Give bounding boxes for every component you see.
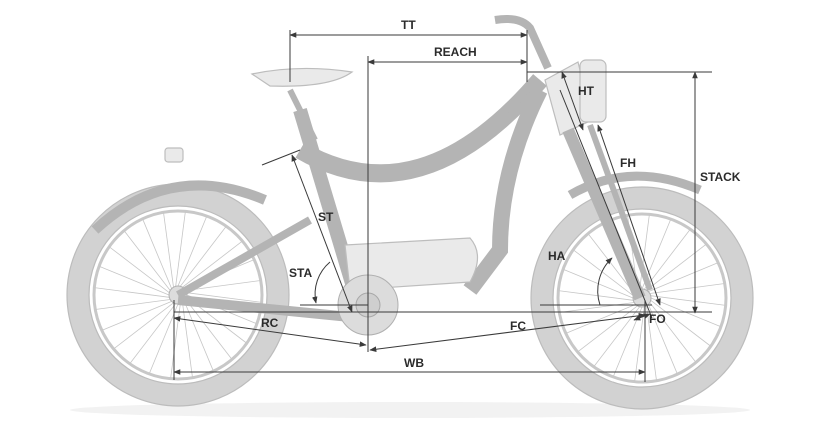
- label-fh: FH: [620, 156, 636, 170]
- wheel-spoke: [163, 212, 174, 288]
- wheel-spoke: [648, 262, 719, 293]
- handlebar: [494, 15, 552, 70]
- fc-dimension-line: [369, 313, 646, 352]
- wheel-spoke: [647, 304, 678, 375]
- wheel-spoke: [185, 280, 261, 291]
- wheel-spoke: [129, 303, 176, 365]
- wheel-spoke: [98, 265, 170, 296]
- wheel-spoke: [559, 302, 635, 313]
- front-wheel: [530, 186, 754, 410]
- seatstay: [176, 216, 312, 299]
- wheel-spoke: [94, 287, 170, 298]
- label-sta: STA: [289, 266, 312, 280]
- wheel-spoke: [186, 292, 262, 303]
- wheel-spoke: [177, 215, 208, 287]
- down-tube: [463, 86, 548, 295]
- top-tube: [295, 74, 547, 183]
- rear-fender: [91, 180, 267, 234]
- wheel-spoke: [593, 306, 640, 368]
- wheel-spoke: [95, 299, 171, 310]
- wheel-spoke: [565, 303, 636, 334]
- ha-angle-arc: [597, 257, 613, 306]
- st-top-tick: [261, 149, 301, 166]
- wheel-spoke: [558, 290, 634, 301]
- rc-dimension-line: [173, 316, 367, 347]
- ground-shadow: [70, 402, 750, 418]
- rear-light: [164, 147, 184, 163]
- wheel-spoke: [101, 300, 172, 331]
- label-fc: FC: [510, 319, 526, 333]
- label-wb: WB: [404, 356, 424, 370]
- wheel-spoke: [180, 225, 227, 287]
- fh-dimension-line: [597, 124, 661, 306]
- wheel-spoke: [175, 211, 186, 287]
- wheel-spoke: [142, 218, 173, 289]
- seat-post: [287, 88, 318, 142]
- wheel-spoke: [148, 303, 179, 375]
- wheel-spoke: [182, 302, 193, 378]
- fo-dimension-line: [633, 313, 651, 321]
- wheel-spoke: [113, 302, 174, 350]
- wheel-spoke: [170, 303, 181, 379]
- sta-angle-arc: [311, 261, 331, 304]
- label-ht: HT: [578, 84, 595, 98]
- label-tt: TT: [401, 18, 416, 32]
- dimension-labels: TT REACH HT STACK FH ST STA HA RC FC FO …: [261, 18, 741, 370]
- st-dimension-line: [291, 154, 353, 313]
- label-reach: REACH: [434, 45, 477, 59]
- wheel-spoke: [650, 300, 712, 347]
- dimension-lines: [173, 30, 712, 382]
- label-fo: FO: [649, 312, 666, 326]
- wheel-spoke: [577, 305, 638, 353]
- label-ha: HA: [548, 249, 566, 263]
- wheel-spoke: [108, 246, 170, 293]
- wheel-spoke: [182, 240, 243, 288]
- label-stack: STACK: [700, 170, 741, 184]
- wheel-spoke: [649, 283, 725, 294]
- saddle: [250, 67, 354, 87]
- wheel-spoke: [646, 243, 707, 291]
- ht-dimension-line: [561, 71, 584, 131]
- label-st: ST: [318, 210, 334, 224]
- wheel-spoke: [650, 295, 726, 306]
- chainstay: [177, 295, 361, 323]
- label-rc: RC: [261, 316, 279, 330]
- wheel-spoke: [123, 230, 171, 291]
